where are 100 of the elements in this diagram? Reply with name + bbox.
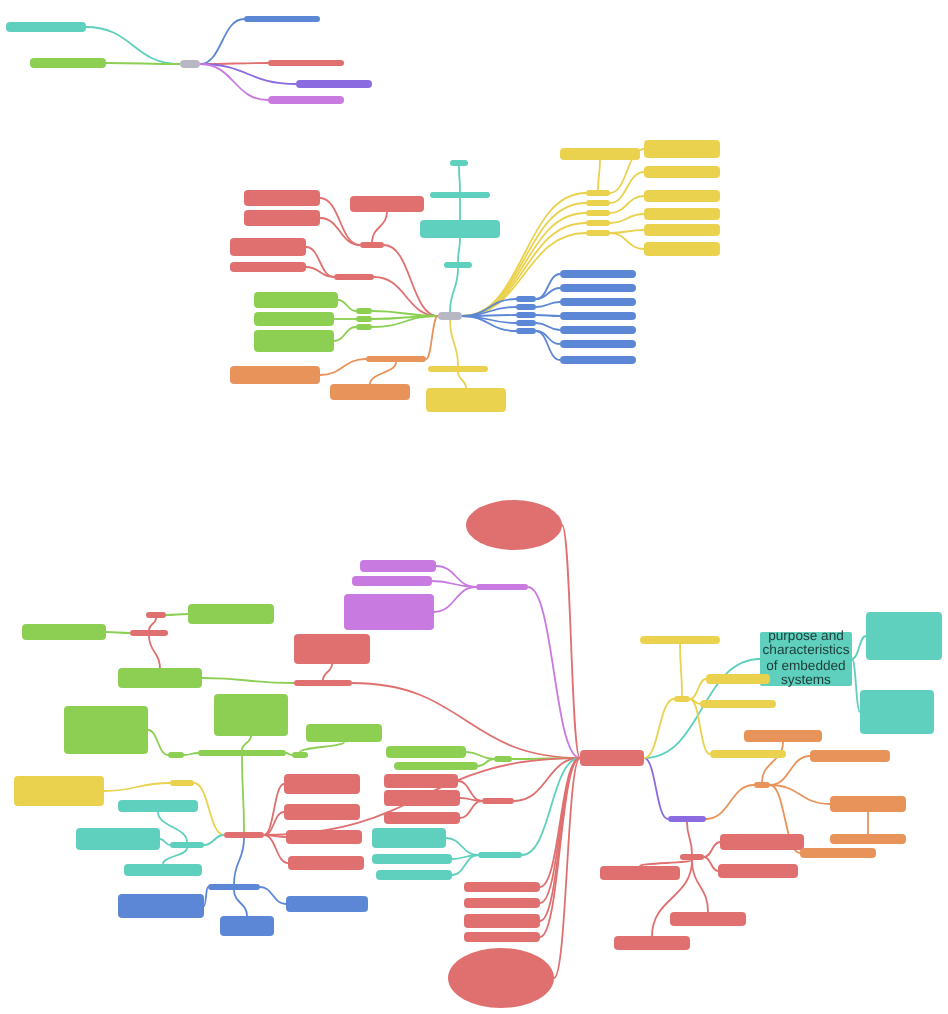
topic-box	[168, 752, 184, 758]
topic-box	[420, 220, 500, 238]
branch-line	[513, 757, 581, 802]
topic-box	[30, 58, 106, 68]
branch-line	[435, 565, 477, 588]
topic-box	[214, 694, 288, 736]
topic-box	[284, 774, 360, 794]
branch-line	[233, 889, 248, 917]
branch-line	[651, 859, 693, 937]
topic-box	[560, 356, 636, 364]
topic-box	[644, 242, 720, 256]
branch-line	[305, 246, 335, 278]
topic-box	[466, 500, 562, 550]
topic-box	[220, 916, 274, 936]
branch-line	[521, 757, 581, 856]
topic-box	[720, 834, 804, 850]
topic-box	[744, 730, 822, 742]
branch-line	[445, 837, 479, 856]
branch-line	[457, 371, 467, 389]
branch-line	[203, 886, 209, 907]
topic-box	[710, 750, 786, 758]
topic-box	[560, 148, 640, 160]
topic-box	[426, 388, 506, 412]
topic-box	[294, 634, 370, 664]
topic-box	[384, 774, 458, 788]
topic-box	[146, 612, 166, 618]
topic-box	[244, 210, 320, 226]
branch-line	[241, 735, 252, 751]
topic-box	[334, 274, 374, 280]
topic-box	[294, 680, 352, 686]
branch-line	[527, 586, 581, 759]
branch-line	[322, 663, 333, 681]
branch-line	[535, 287, 561, 300]
branch-line	[553, 757, 581, 979]
topic-box	[674, 696, 690, 702]
branch-line	[371, 211, 388, 243]
branch-line	[193, 782, 225, 836]
topic-box	[254, 330, 334, 352]
branch-line	[535, 330, 561, 345]
branch-line	[477, 758, 495, 767]
topic-box	[394, 762, 478, 770]
topic-box	[230, 238, 306, 256]
branch-line	[337, 299, 357, 312]
topic-box	[580, 750, 644, 766]
branch-line	[103, 782, 171, 792]
topic-box	[118, 800, 198, 812]
topic-box	[494, 756, 512, 762]
branch-line	[561, 524, 581, 759]
topic-box	[644, 208, 720, 220]
topic-box	[198, 750, 286, 756]
branch-line	[457, 780, 483, 802]
branch-line	[449, 267, 459, 313]
branch-line	[461, 315, 517, 332]
topic-box	[700, 700, 776, 708]
branch-line	[451, 854, 479, 876]
topic-box	[680, 854, 704, 860]
topic-box	[208, 884, 260, 890]
branch-line	[433, 586, 477, 613]
topic-box	[476, 584, 528, 590]
branch-line	[689, 698, 711, 755]
branch-line	[369, 361, 397, 385]
topic-box	[830, 796, 906, 812]
topic-box	[356, 308, 372, 314]
topic-box	[384, 812, 460, 824]
topic-box	[444, 262, 472, 268]
branch-line	[305, 266, 335, 278]
branch-line	[241, 755, 245, 833]
topic-box	[188, 604, 274, 624]
branch-line	[689, 678, 707, 700]
branch-line	[157, 811, 188, 843]
topic-box	[586, 220, 610, 226]
branch-line	[147, 729, 169, 756]
topic-box	[230, 262, 306, 272]
branch-line	[333, 318, 357, 320]
topic-box	[124, 864, 202, 876]
branch-line	[319, 217, 361, 246]
branch-line	[643, 757, 669, 820]
branch-line	[263, 834, 287, 838]
topic-box	[386, 746, 466, 758]
topic-box	[360, 560, 436, 572]
branch-line	[263, 834, 289, 864]
topic-box	[810, 750, 890, 762]
topic-box	[254, 312, 334, 326]
topic-box	[718, 864, 798, 878]
topic-box	[118, 894, 204, 918]
topic-box	[170, 780, 194, 786]
branch-line	[449, 319, 459, 367]
topic-box	[352, 576, 432, 586]
topic-box	[830, 834, 906, 844]
branch-line	[299, 741, 345, 753]
topic-box	[292, 752, 308, 758]
topic-box	[448, 948, 554, 1008]
topic-box	[356, 316, 372, 322]
topic-box	[438, 312, 462, 320]
topic-box	[366, 356, 426, 362]
topic-box	[22, 624, 106, 640]
topic-box	[360, 242, 384, 248]
branch-line	[609, 213, 645, 224]
topic-box	[372, 828, 446, 848]
topic-box	[640, 636, 720, 644]
